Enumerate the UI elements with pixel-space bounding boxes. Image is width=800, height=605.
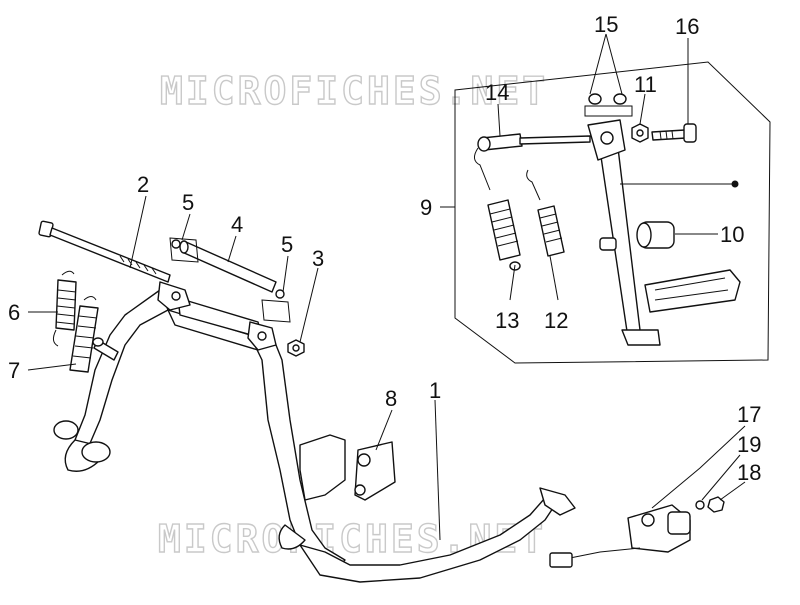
callout-8: 8	[385, 386, 397, 411]
callout-2: 2	[137, 172, 149, 197]
stand-bolt[interactable]	[477, 133, 591, 152]
callout-1: 1	[429, 378, 441, 403]
callout-5-left: 5	[182, 190, 194, 215]
side-stand[interactable]	[587, 119, 741, 346]
stand-spring-12[interactable]	[526, 169, 565, 257]
spring-pin[interactable]	[92, 337, 119, 361]
callout-10: 10	[720, 222, 744, 247]
washer-left[interactable]	[171, 239, 181, 249]
switch-washer[interactable]	[695, 500, 705, 510]
callout-9: 9	[420, 195, 432, 220]
callout-13: 13	[495, 308, 519, 333]
stand-switch[interactable]	[549, 504, 691, 568]
callout-12: 12	[544, 308, 568, 333]
rubber-bushing[interactable]	[636, 221, 675, 249]
stand-spring-13[interactable]	[474, 147, 521, 271]
nut[interactable]	[287, 339, 305, 357]
switch-nut[interactable]	[707, 496, 725, 513]
stand-bracket-plate[interactable]	[299, 434, 396, 501]
callout-19: 19	[737, 432, 761, 457]
callout-6: 6	[8, 300, 20, 325]
watermark-top: MICROFICHES.NET	[160, 69, 548, 113]
inset-bolt-16[interactable]	[651, 123, 697, 143]
callout-15: 15	[594, 12, 618, 37]
callout-14: 14	[485, 80, 509, 105]
return-spring-7[interactable]	[69, 296, 99, 373]
callout-3: 3	[312, 246, 324, 271]
callout-11: 11	[634, 72, 657, 97]
center-stand[interactable]	[53, 281, 576, 583]
callout-7: 7	[8, 358, 20, 383]
callout-5-right: 5	[281, 232, 293, 257]
washer-bracket-right	[261, 299, 291, 323]
washer-bracket-left	[169, 237, 199, 263]
callout-17: 17	[737, 402, 761, 427]
inset-washers-15[interactable]	[584, 93, 633, 117]
return-spring-6[interactable]	[52, 270, 77, 347]
pivot-bolt[interactable]	[38, 220, 171, 283]
stand-pin[interactable]	[179, 240, 277, 293]
callout-4: 4	[231, 212, 243, 237]
stand-washer-nut[interactable]	[631, 123, 649, 143]
callout-18: 18	[737, 460, 761, 485]
inset-panel-border	[454, 61, 771, 364]
small-pin-inset[interactable]	[599, 237, 617, 251]
washer-right[interactable]	[275, 289, 285, 299]
callout-16: 16	[675, 14, 699, 39]
reference-dot	[731, 180, 739, 188]
leader-lines	[27, 33, 746, 541]
